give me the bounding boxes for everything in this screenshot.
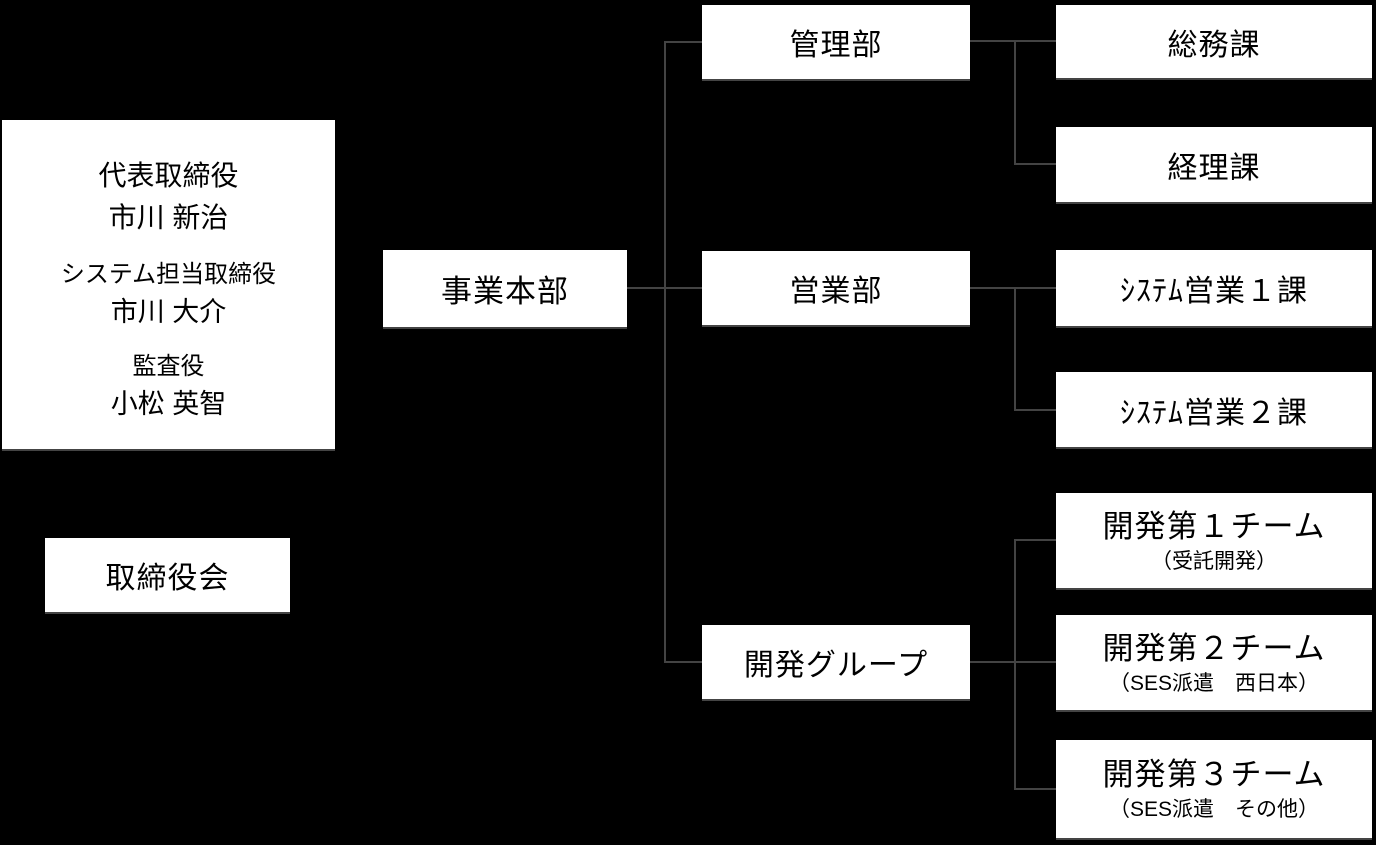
connector-admin-keiri — [1014, 163, 1057, 165]
team-label: 開発第１チーム — [1102, 508, 1326, 544]
department-box-sales: 営業部 — [702, 251, 970, 325]
connector-dev-team1 — [1014, 539, 1057, 541]
team-sublabel: （受託開発） — [1151, 549, 1277, 573]
department-box-admin: 管理部 — [702, 5, 970, 79]
headquarters-box: 事業本部 — [383, 250, 627, 327]
section-label: ｼｽﾃﾑ営業２課 — [1120, 396, 1308, 430]
executive-group: システム担当取締役 市川 大介 — [61, 256, 276, 331]
team-label: 開発第２チーム — [1102, 630, 1326, 666]
team-sublabel: （SES派遣 その他） — [1108, 798, 1320, 821]
connector-hq-trunk — [664, 41, 666, 663]
executive-name: 市川 大介 — [110, 297, 227, 327]
section-box-sales2: ｼｽﾃﾑ営業２課 — [1056, 372, 1372, 447]
team-sublabel: （SES派遣 西日本） — [1108, 671, 1320, 695]
connector-admin-soumu — [970, 40, 1057, 42]
headquarters-label: 事業本部 — [441, 274, 569, 309]
executives-box: 代表取締役 市川 新治 システム担当取締役 市川 大介 監査役 小松 英智 — [2, 120, 335, 449]
section-box-keiri: 経理課 — [1056, 127, 1372, 202]
executive-group: 監査役 小松 英智 — [111, 348, 227, 423]
executive-title: 監査役 — [132, 353, 205, 380]
section-box-sales1: ｼｽﾃﾑ営業１課 — [1056, 250, 1372, 326]
connector-dev-team2 — [970, 661, 1057, 663]
connector-admin-vertical — [1014, 40, 1016, 165]
section-label: 経理課 — [1167, 151, 1261, 185]
executive-title: システム担当取締役 — [60, 261, 277, 288]
board-box: 取締役会 — [45, 538, 290, 612]
executive-name: 小松 英智 — [110, 389, 227, 419]
department-label: 開発グループ — [743, 649, 929, 682]
executive-group: 代表取締役 市川 新治 — [98, 154, 238, 239]
team-box-2: 開発第２チーム （SES派遣 西日本） — [1056, 615, 1372, 710]
department-label: 管理部 — [789, 29, 883, 62]
section-label: 総務課 — [1167, 28, 1261, 62]
team-box-1: 開発第１チーム （受託開発） — [1056, 493, 1372, 588]
executive-title: 代表取締役 — [98, 160, 239, 191]
team-box-3: 開発第３チーム （SES派遣 その他） — [1056, 740, 1372, 838]
section-label: ｼｽﾃﾑ営業１課 — [1120, 275, 1308, 308]
department-label: 営業部 — [789, 275, 883, 308]
executive-name: 市川 新治 — [108, 202, 229, 233]
connector-sales-sec2 — [1014, 409, 1057, 411]
connector-branch-development — [664, 661, 702, 663]
department-box-development: 開発グループ — [702, 625, 970, 699]
section-box-soumu: 総務課 — [1056, 5, 1372, 78]
connector-sales-sec1 — [970, 287, 1057, 289]
connector-branch-admin — [664, 41, 702, 43]
connector-dev-team3 — [1014, 788, 1057, 790]
connector-sales-vertical — [1014, 287, 1016, 411]
board-label: 取締役会 — [105, 562, 230, 595]
team-label: 開発第３チーム — [1102, 757, 1326, 792]
connector-dev-vertical — [1014, 539, 1016, 790]
